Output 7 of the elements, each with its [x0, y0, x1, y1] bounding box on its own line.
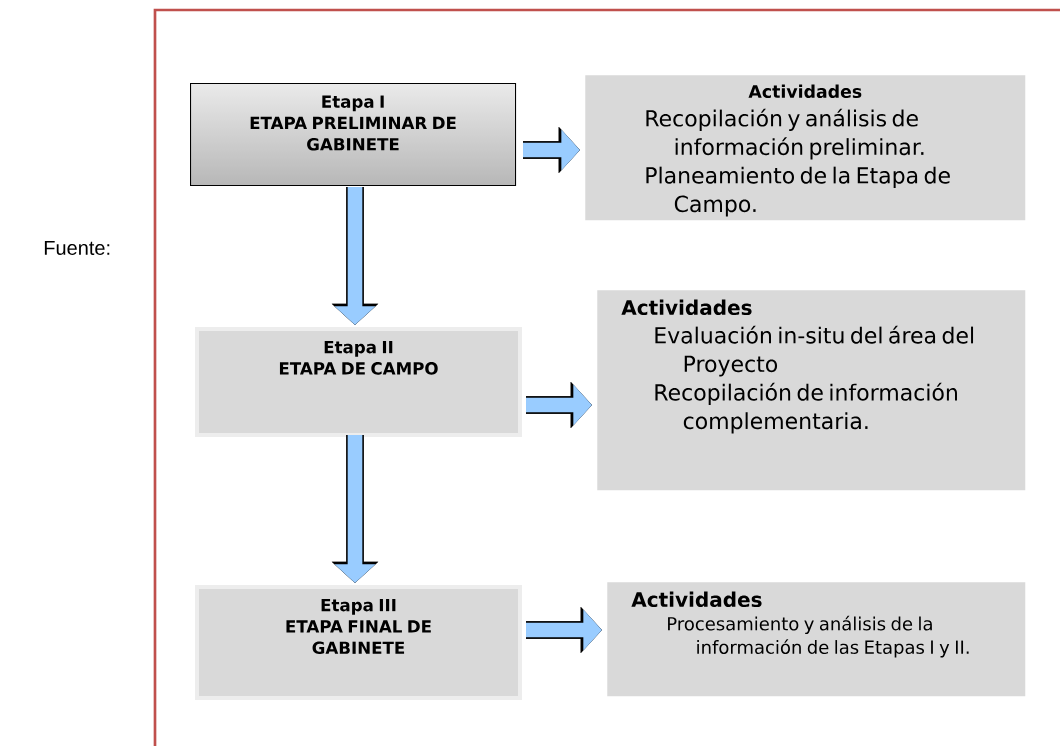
- stage-box: Etapa III ETAPA FINAL DE GABINETE: [195, 585, 522, 700]
- source-label: Fuente:: [44, 241, 110, 255]
- activity-box: Actividades Evaluación in-situ del área del Proyecto Recopilación de información complementaria.: [597, 290, 1026, 491]
- activity-box: Actividades Recopilación y análisis de información preliminar. Planeamiento de la Etapa de Campo.: [585, 75, 1026, 221]
- stage-box: Etapa I ETAPA PRELIMINAR DE GABINETE: [190, 83, 517, 187]
- stage-box: Etapa II ETAPA DE CAMPO: [195, 327, 522, 437]
- activity-box: Actividades Procesamiento y análisis de la información de las Etapas I y II.: [607, 582, 1026, 697]
